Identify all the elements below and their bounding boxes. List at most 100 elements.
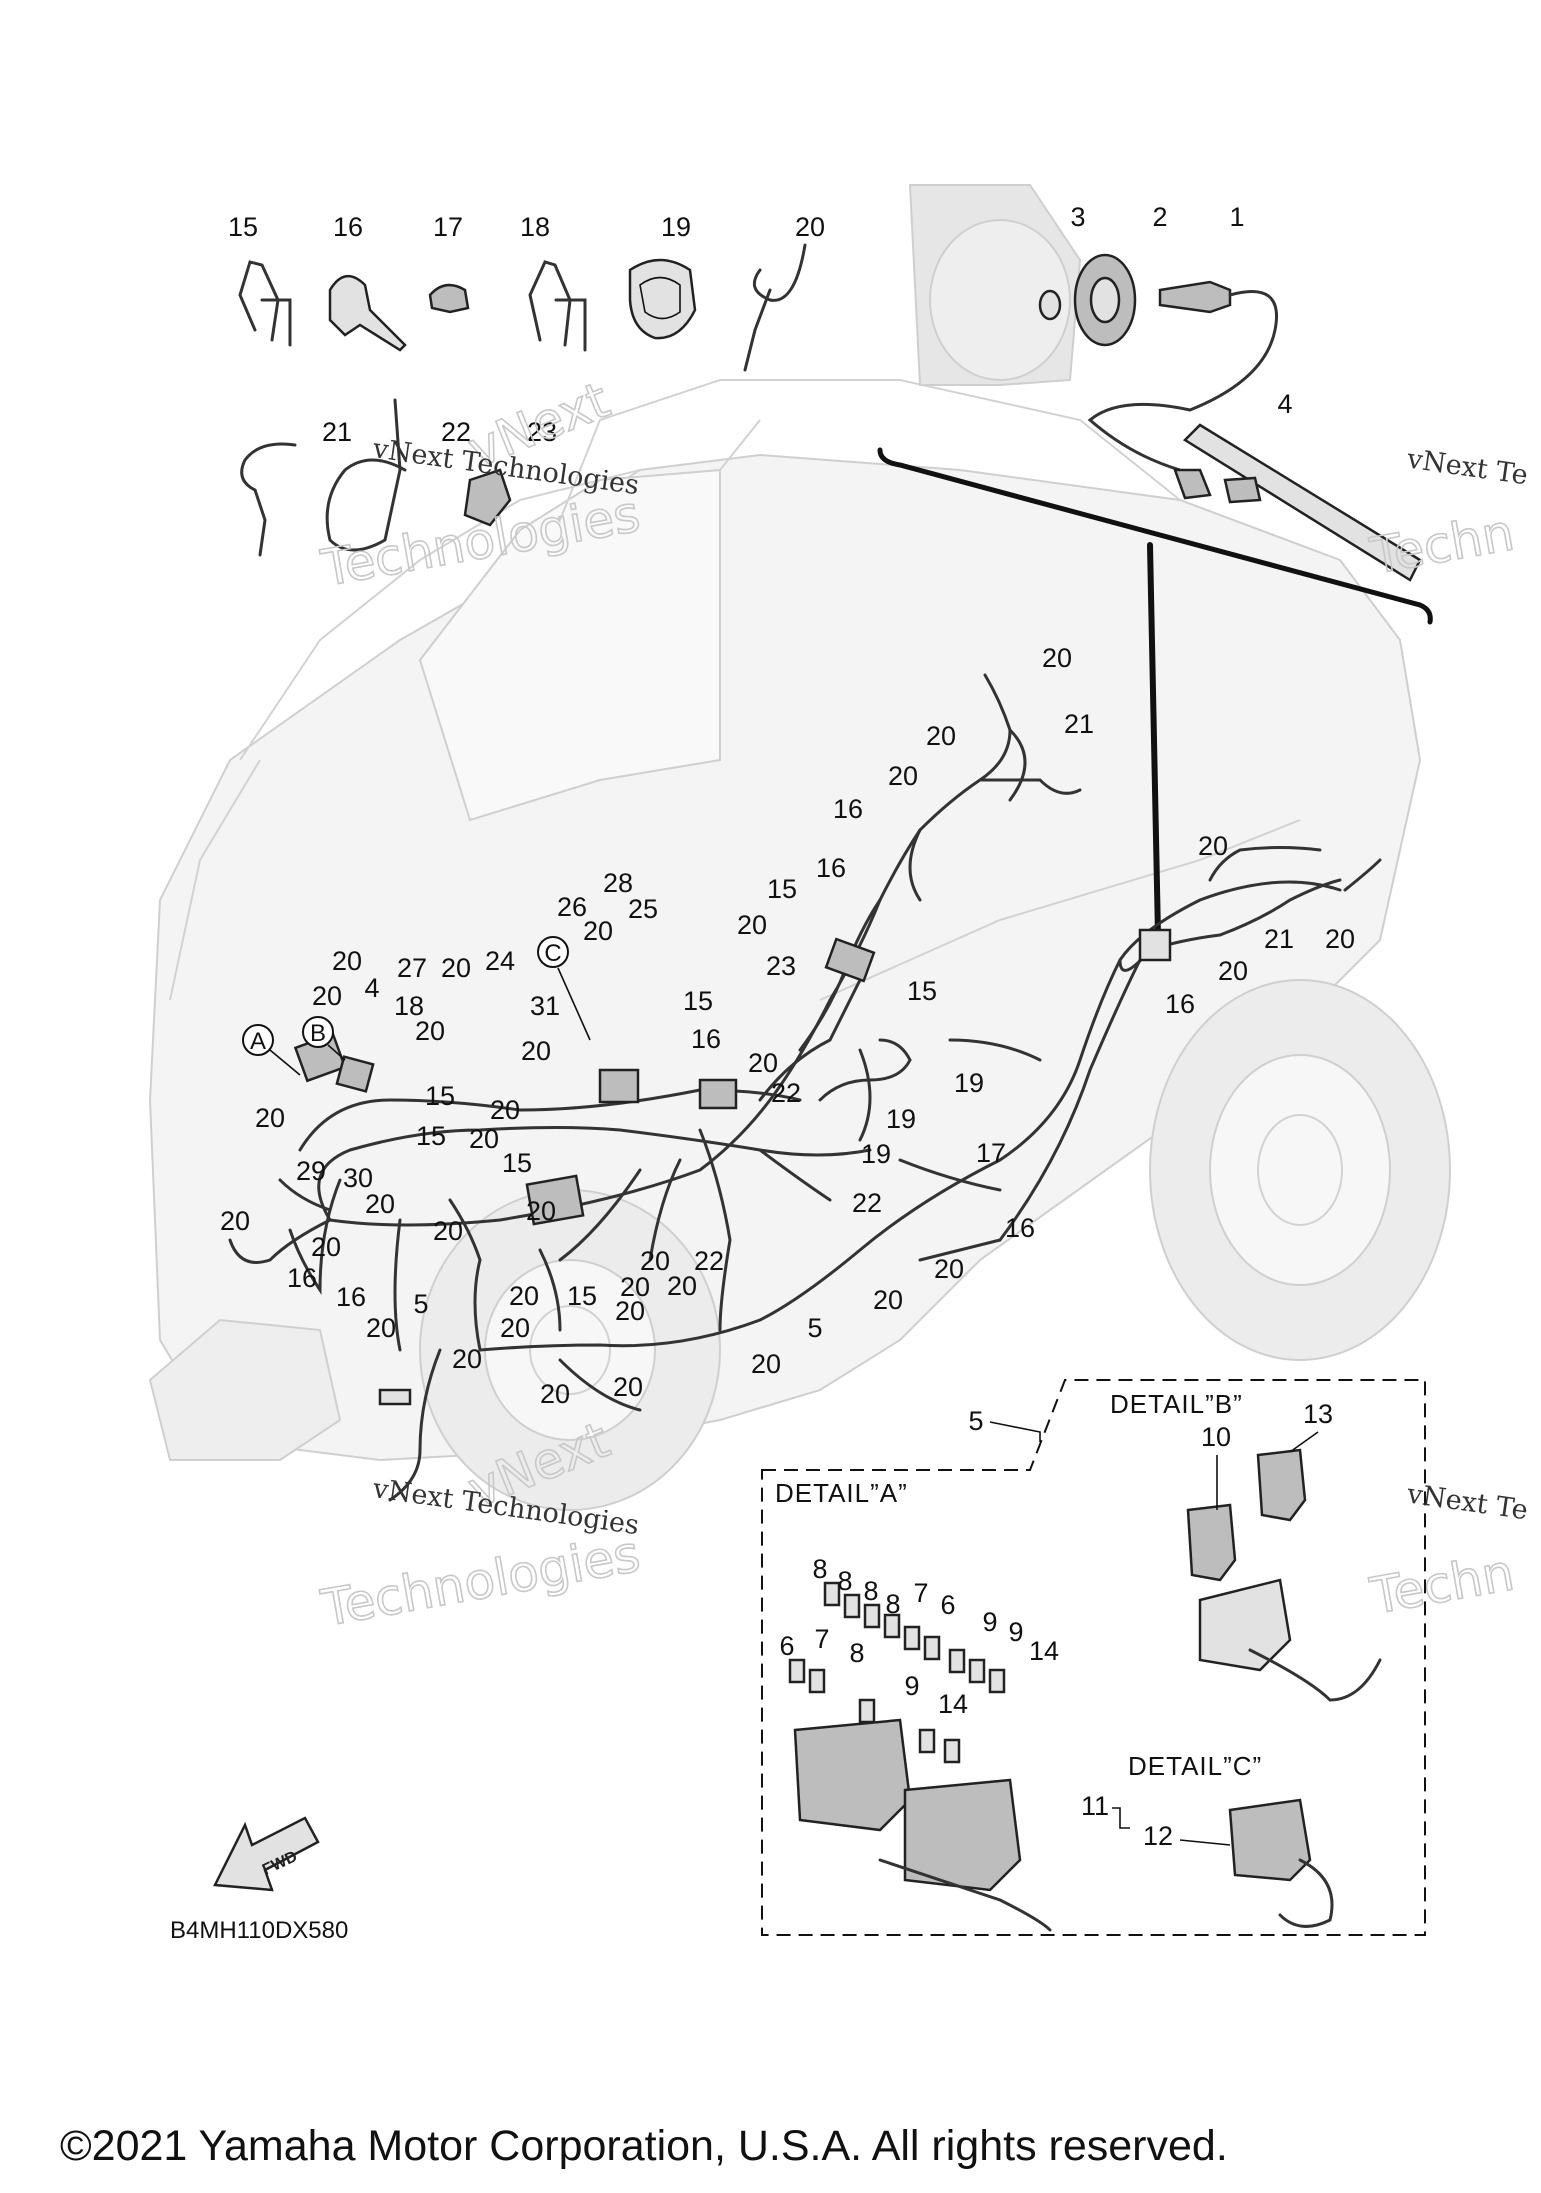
callout-harness-0: 20 bbox=[1042, 643, 1072, 673]
circle-letter-group: A B C bbox=[242, 936, 591, 1076]
callout-harness-49: 20 bbox=[433, 1216, 463, 1246]
callout-harness-63: 20 bbox=[509, 1281, 539, 1311]
callout-detail-a-12: 9 bbox=[904, 1671, 919, 1701]
callout-harness-50: 20 bbox=[526, 1196, 556, 1226]
callout-2: 2 bbox=[1152, 202, 1167, 232]
fuse-box-b bbox=[903, 1778, 1022, 1892]
callout-detail-b-5: 5 bbox=[968, 1406, 983, 1436]
callout-harness-48: 20 bbox=[365, 1189, 395, 1219]
callout-3: 3 bbox=[1070, 202, 1085, 232]
callout-harness-23: 4 bbox=[364, 973, 379, 1003]
callout-detail-a-6: 6 bbox=[779, 1631, 794, 1661]
watermark-partial-tech-2: Techn bbox=[1366, 1543, 1519, 1625]
callout-harness-70: 20 bbox=[452, 1344, 482, 1374]
callout-harness-73: 20 bbox=[540, 1379, 570, 1409]
callout-detail-a-4: 7 bbox=[913, 1578, 928, 1608]
clip-17 bbox=[428, 283, 470, 314]
callout-harness-57: 20 bbox=[311, 1232, 341, 1262]
callout-harness-17: 25 bbox=[628, 894, 658, 924]
callout-detail-a-10: 9 bbox=[1008, 1617, 1023, 1647]
callout-harness-69: 5 bbox=[807, 1313, 822, 1343]
callout-harness-6: 21 bbox=[1264, 924, 1294, 954]
callout-harness-52: 22 bbox=[852, 1188, 882, 1218]
sensor-inset bbox=[877, 184, 1433, 938]
relay-11-12 bbox=[1228, 1798, 1312, 1882]
clamp-16 bbox=[328, 275, 407, 352]
callout-harness-39: 19 bbox=[861, 1139, 891, 1169]
callout-detail-a-0: 8 bbox=[812, 1554, 827, 1584]
callout-harness-34: 15 bbox=[425, 1081, 455, 1111]
band-15 bbox=[238, 260, 292, 347]
drawing-code: B4MH110DX580 bbox=[170, 1917, 348, 1944]
callout-harness-13: 15 bbox=[907, 976, 937, 1006]
callout-harness-14: 28 bbox=[603, 868, 633, 898]
callout-harness-42: 29 bbox=[296, 1156, 326, 1186]
callout-harness-28: 15 bbox=[683, 986, 713, 1016]
callout-harness-30: 19 bbox=[954, 1068, 984, 1098]
callout-harness-72: 20 bbox=[751, 1349, 781, 1379]
callout-harness-25: 31 bbox=[530, 991, 560, 1021]
callout-detail-a-2: 8 bbox=[863, 1576, 878, 1606]
callout-detail-a-9: 9 bbox=[982, 1607, 997, 1637]
callout-detail-a-8: 8 bbox=[849, 1638, 864, 1668]
circle-letter-a: A bbox=[250, 1028, 266, 1055]
callout-harness-22: 20 bbox=[332, 946, 362, 976]
tie-21 bbox=[240, 442, 297, 557]
callout-harness-41: 20 bbox=[255, 1103, 285, 1133]
detail-b-title: DETAIL”B” bbox=[1110, 1389, 1243, 1419]
callout-harness-21: 24 bbox=[485, 946, 515, 976]
callout-harness-10: 16 bbox=[816, 853, 846, 883]
callout-21-top: 21 bbox=[322, 417, 352, 447]
callout-harness-32: 20 bbox=[521, 1036, 551, 1066]
watermark-tech-2: Technologies bbox=[317, 1525, 644, 1638]
callout-17-top: 17 bbox=[433, 212, 463, 242]
callout-harness-55: 20 bbox=[667, 1271, 697, 1301]
watermark-partial-company-1: vNext Te bbox=[1404, 443, 1530, 491]
callout-harness-9: 15 bbox=[767, 874, 797, 904]
callout-19-top: 19 bbox=[661, 212, 691, 242]
copyright-notice: ©2021 Yamaha Motor Corporation, U.S.A. A… bbox=[60, 2122, 1228, 2170]
callout-harness-2: 20 bbox=[926, 721, 956, 751]
callout-harness-31: 20 bbox=[415, 1016, 445, 1046]
callout-1: 1 bbox=[1229, 202, 1244, 232]
sleeve-4 bbox=[1183, 423, 1422, 582]
fuse-row bbox=[788, 1581, 1006, 1764]
callout-harness-24: 18 bbox=[394, 991, 424, 1021]
clamp-19 bbox=[628, 258, 697, 340]
callout-harness-59: 20 bbox=[220, 1206, 250, 1236]
callout-harness-19: 27 bbox=[397, 953, 427, 983]
callout-detail-a-5: 6 bbox=[940, 1590, 955, 1620]
callout-harness-3: 20 bbox=[888, 761, 918, 791]
callout-labels: 15 16 17 18 19 20 1 2 3 4 21 22 23 20 21… bbox=[220, 202, 1355, 1851]
callout-harness-44: 15 bbox=[416, 1121, 446, 1151]
callout-detail-b-13: 13 bbox=[1303, 1399, 1333, 1429]
callout-harness-26: 20 bbox=[312, 981, 342, 1011]
callout-harness-8: 16 bbox=[1165, 989, 1195, 1019]
tie-20 bbox=[743, 243, 807, 372]
watermark-partial-company-2: vNext Te bbox=[1404, 1478, 1530, 1526]
detail-leaders bbox=[989, 1421, 1319, 1846]
relay-10 bbox=[1186, 1503, 1237, 1582]
callout-harness-45: 15 bbox=[502, 1148, 532, 1178]
callout-16-top: 16 bbox=[333, 212, 363, 242]
callout-23-top: 23 bbox=[527, 417, 557, 447]
callout-harness-18: 20 bbox=[737, 910, 767, 940]
callout-harness-27: 23 bbox=[766, 951, 796, 981]
small-parts-row bbox=[238, 243, 807, 557]
callout-harness-37: 22 bbox=[771, 1078, 801, 1108]
callout-harness-60: 16 bbox=[336, 1282, 366, 1312]
callout-harness-4: 16 bbox=[833, 794, 863, 824]
callout-detail-c-11: 11 bbox=[1081, 1791, 1109, 1821]
vehicle-ghost-outline bbox=[148, 379, 1451, 1511]
callout-detail-a-3: 8 bbox=[885, 1589, 900, 1619]
circle-letter-c: C bbox=[544, 940, 561, 967]
callout-harness-56: 20 bbox=[934, 1254, 964, 1284]
callout-harness-5: 20 bbox=[1198, 831, 1228, 861]
callout-harness-51: 22 bbox=[694, 1246, 724, 1276]
callout-harness-54: 20 bbox=[640, 1246, 670, 1276]
callout-harness-66: 20 bbox=[615, 1296, 645, 1326]
relay-13 bbox=[1256, 1448, 1307, 1522]
callout-harness-38: 19 bbox=[886, 1104, 916, 1134]
callout-harness-1: 21 bbox=[1064, 709, 1094, 739]
